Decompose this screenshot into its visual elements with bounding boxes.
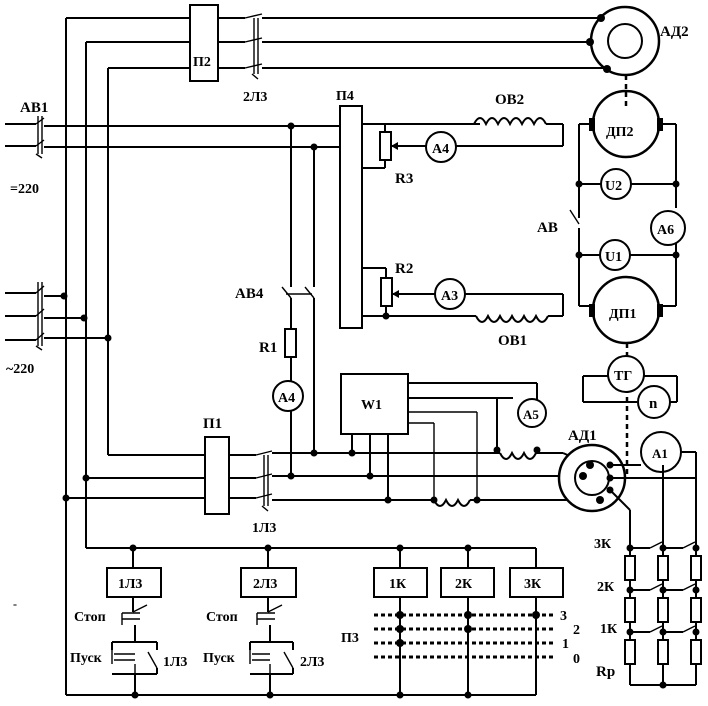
u2-label: U2 (605, 179, 622, 194)
controller-p3 (374, 597, 556, 695)
resistor-r3 (379, 131, 392, 161)
a4-top-label: А4 (432, 142, 449, 157)
rp-label: Rр (596, 664, 615, 680)
coil-3k (509, 567, 564, 598)
control-branch-2 (249, 597, 294, 695)
ammeter-a5 (517, 398, 547, 428)
stop1-label: Стоп (74, 610, 106, 625)
coil-2k-label: 2К (455, 577, 473, 592)
rotor-resistor-ladder (624, 541, 702, 689)
ad2-label: АД2 (660, 24, 689, 40)
control-buses (65, 498, 537, 699)
dc-voltage-label: =220 (10, 182, 39, 197)
motor-dp2 (589, 89, 663, 159)
voltmeter-u1 (599, 239, 631, 271)
stop2-label: Стоп (206, 610, 238, 625)
r3-label: R3 (395, 171, 413, 187)
panel-p4 (339, 105, 363, 329)
resistor-r1 (284, 328, 297, 358)
ac-breaker (35, 282, 45, 351)
field-circuit-ov2 (362, 117, 564, 169)
k1-label: 1К (600, 622, 618, 637)
contacts-2l3 (218, 13, 607, 80)
coil-1l3 (106, 567, 162, 598)
wattmeter-wiring (351, 382, 538, 500)
dc-motor-bus (569, 123, 680, 307)
motor-dp1 (589, 275, 663, 345)
coil-1k (373, 567, 428, 598)
pos3-label: 3 (560, 609, 567, 624)
motor-ad2 (586, 5, 661, 77)
contact-2l3-label: 2Л3 (300, 655, 324, 670)
a4-mid-label: А4 (278, 391, 295, 406)
ac-voltage-label: ~220 (6, 362, 34, 377)
voltmeter-u2 (600, 168, 632, 200)
a1-label: А1 (652, 446, 668, 461)
pos2-label: 2 (573, 623, 580, 638)
motor-ad1 (557, 443, 627, 513)
ammeter-a4-top (425, 131, 457, 163)
w1-label: W1 (361, 398, 382, 413)
coil-2l3 (240, 567, 297, 598)
ammeter-a3 (434, 278, 466, 310)
resistor-r2 (380, 277, 393, 307)
ov1-label: ОВ1 (498, 333, 527, 349)
pos1-label: 1 (562, 637, 569, 652)
dc-breaker-av1 (5, 116, 340, 159)
a6-label: А6 (657, 223, 674, 238)
a5-label: А5 (523, 407, 539, 422)
n-label: n (649, 396, 658, 412)
contact-1l3-label: 1Л3 (163, 655, 187, 670)
ac-supply-buses (5, 17, 205, 548)
p4-label: П4 (336, 89, 354, 104)
coil-1k-label: 1К (389, 577, 407, 592)
ad1-label: АД1 (568, 428, 597, 444)
branch-av4 (281, 126, 315, 476)
rotor-resistor-wiring (609, 451, 697, 556)
coil-2k (440, 567, 495, 598)
k2-label: 2К (597, 580, 615, 595)
speed-meter-n (637, 385, 671, 419)
coil-3k-label: 3К (524, 577, 542, 592)
field-circuit-ov1 (362, 267, 564, 323)
stray-mark: - (13, 597, 17, 611)
av4-label: АВ4 (235, 286, 264, 302)
r2-label: R2 (395, 261, 413, 277)
p2-label: П2 (193, 55, 211, 70)
tachogenerator-tg (607, 355, 645, 393)
dp2-label: ДП2 (606, 125, 634, 140)
av1-label: АВ1 (20, 100, 48, 116)
a3-label: А3 (441, 289, 458, 304)
start1-label: Пуск (70, 651, 103, 666)
av-label: АВ (537, 220, 558, 236)
r1-label: R1 (259, 340, 277, 356)
coil-1l3-label: 1Л3 (118, 577, 142, 592)
k3-label: 3К (594, 537, 612, 552)
tg-label: ТГ (614, 369, 632, 384)
u1-label: U1 (605, 250, 622, 265)
pos0-label: 0 (573, 652, 580, 667)
p3-label: П3 (341, 631, 359, 646)
p1-label: П1 (203, 416, 222, 432)
l3-1-label: 1Л3 (252, 521, 276, 536)
wattmeter-w1 (340, 373, 409, 435)
ammeter-a4-mid (272, 380, 304, 412)
coil-2l3-label: 2Л3 (253, 577, 277, 592)
contactor-p1 (204, 436, 230, 515)
l3-2-label: 2Л3 (243, 90, 267, 105)
dp1-label: ДП1 (609, 307, 637, 322)
ammeter-a6 (650, 210, 686, 246)
ov2-label: ОВ2 (495, 92, 524, 108)
control-branch-1 (111, 597, 158, 695)
contacts-1l3 (229, 446, 600, 512)
start2-label: Пуск (203, 651, 236, 666)
